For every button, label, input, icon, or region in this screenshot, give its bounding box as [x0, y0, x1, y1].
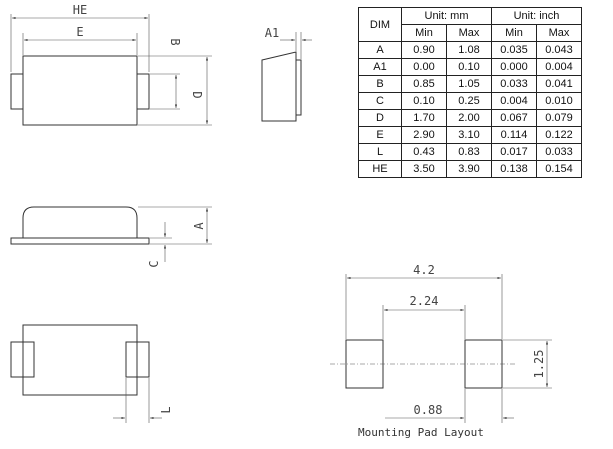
- e-label: E: [76, 25, 83, 39]
- total-width-label: 4.2: [413, 263, 435, 277]
- top-body-outline: [22, 55, 138, 126]
- table-row: A 0.90 1.08 0.035 0.043: [358, 41, 582, 59]
- mm-min-cell: 0.85: [401, 75, 447, 93]
- mm-max-cell: 0.25: [446, 92, 492, 110]
- mm-header: Unit: mm: [401, 7, 492, 25]
- dim-header: DIM: [358, 7, 402, 42]
- front-view: A C: [10, 206, 212, 268]
- inch-max-header: Max: [536, 24, 582, 42]
- dim-cell: A1: [358, 58, 402, 76]
- mm-max-cell: 0.10: [446, 58, 492, 76]
- a-label: A: [192, 222, 206, 230]
- mm-max-cell: 0.83: [446, 143, 492, 161]
- inch-max-cell: 0.004: [536, 58, 582, 76]
- inner-gap-label: 2.24: [410, 294, 439, 308]
- table-row: B 0.85 1.05 0.033 0.041: [358, 75, 582, 93]
- he-label: HE: [73, 3, 87, 17]
- inch-min-cell: 0.033: [491, 75, 537, 93]
- mm-min-cell: 0.00: [401, 58, 447, 76]
- inch-min-cell: 0.067: [491, 109, 537, 127]
- inch-min-cell: 0.138: [491, 160, 537, 178]
- front-body: [22, 206, 138, 238]
- mm-max-cell: 3.10: [446, 126, 492, 144]
- bottom-view: L: [10, 324, 173, 423]
- mm-min-cell: 0.43: [401, 143, 447, 161]
- inch-max-cell: 0.041: [536, 75, 582, 93]
- pad-width-label: 0.88: [414, 403, 443, 417]
- bottom-right-lead: [125, 341, 150, 378]
- pad-layout-caption: Mounting Pad Layout: [358, 426, 484, 439]
- dimension-table: DIM Unit: mm Unit: inch Min Max Min Max …: [358, 7, 582, 178]
- dim-cell: L: [358, 143, 402, 161]
- mm-min-cell: 3.50: [401, 160, 447, 178]
- inch-max-cell: 0.122: [536, 126, 582, 144]
- inch-max-cell: 0.010: [536, 92, 582, 110]
- table-row: D 1.70 2.00 0.067 0.079: [358, 109, 582, 127]
- inch-min-cell: 0.004: [491, 92, 537, 110]
- mm-min-cell: 0.10: [401, 92, 447, 110]
- c-label: C: [147, 260, 161, 267]
- d-label: D: [190, 91, 204, 98]
- table-row: A1 0.00 0.10 0.000 0.004: [358, 58, 582, 76]
- bottom-body-outline: [22, 324, 138, 396]
- dim-cell: B: [358, 75, 402, 93]
- dim-cell: A: [358, 41, 402, 59]
- mm-min-header: Min: [401, 24, 447, 42]
- mm-max-cell: 2.00: [446, 109, 492, 127]
- top-right-lead: [136, 73, 150, 110]
- inch-min-header: Min: [491, 24, 537, 42]
- end-view: A1: [261, 26, 312, 122]
- dim-cell: C: [358, 92, 402, 110]
- dim-cell: D: [358, 109, 402, 127]
- end-view-lead: [295, 59, 302, 116]
- end-view-body: [261, 51, 297, 122]
- mm-max-cell: 1.05: [446, 75, 492, 93]
- inch-max-cell: 0.033: [536, 143, 582, 161]
- l-label: L: [159, 406, 173, 413]
- dim-cell: HE: [358, 160, 402, 178]
- table-row: HE 3.50 3.90 0.138 0.154: [358, 160, 582, 178]
- mm-min-cell: 2.90: [401, 126, 447, 144]
- dim-cell: E: [358, 126, 402, 144]
- front-lead-base: [10, 237, 150, 245]
- table-header-row: DIM Unit: mm Unit: inch: [358, 7, 582, 42]
- top-view: HE E B D: [10, 3, 212, 126]
- mounting-pad-layout: 4.2 2.24 1.25 0.88 Mounting Pad Layout: [330, 263, 552, 439]
- top-left-lead: [10, 73, 24, 110]
- a1-label: A1: [265, 26, 279, 40]
- bottom-left-lead: [10, 341, 35, 378]
- table-row: E 2.90 3.10 0.114 0.122: [358, 126, 582, 144]
- table-row: L 0.43 0.83 0.017 0.033: [358, 143, 582, 161]
- mm-max-cell: 1.08: [446, 41, 492, 59]
- mm-min-cell: 0.90: [401, 41, 447, 59]
- inch-min-cell: 0.000: [491, 58, 537, 76]
- mm-max-header: Max: [446, 24, 492, 42]
- mm-min-cell: 1.70: [401, 109, 447, 127]
- inch-max-cell: 0.079: [536, 109, 582, 127]
- b-label: B: [168, 38, 182, 45]
- inch-min-cell: 0.017: [491, 143, 537, 161]
- table-row: C 0.10 0.25 0.004 0.010: [358, 92, 582, 110]
- inch-min-cell: 0.114: [491, 126, 537, 144]
- inch-header: Unit: inch: [491, 7, 582, 25]
- inch-min-cell: 0.035: [491, 41, 537, 59]
- inch-max-cell: 0.043: [536, 41, 582, 59]
- pad-height-label: 1.25: [532, 350, 546, 379]
- mm-max-cell: 3.90: [446, 160, 492, 178]
- inch-max-cell: 0.154: [536, 160, 582, 178]
